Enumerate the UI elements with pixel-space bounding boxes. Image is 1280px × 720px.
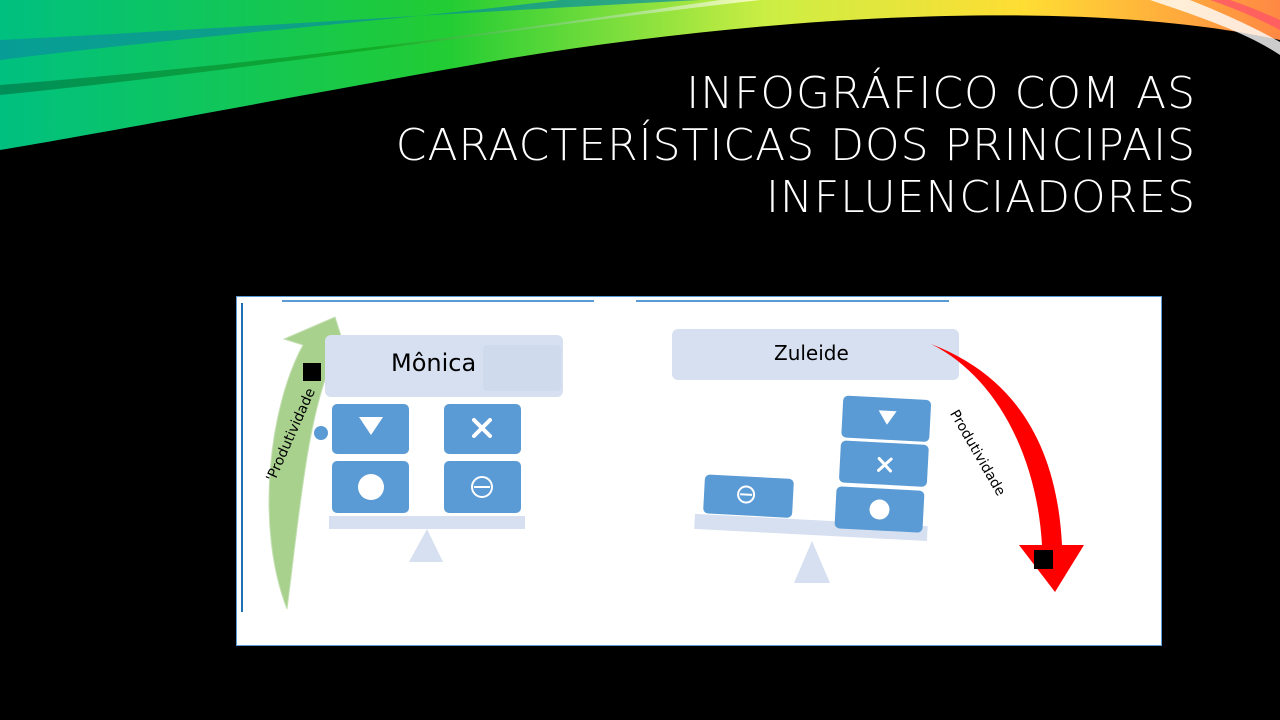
slide-title: INFOGRÁFICO COM AS CARACTERÍSTICAS DOS P… xyxy=(396,68,1196,224)
square-marker-left xyxy=(303,363,321,381)
minus-circle-icon xyxy=(471,476,493,498)
monica-scale-beam xyxy=(329,516,525,529)
infographic-drawing xyxy=(241,300,1084,612)
zuleide-scale-fulcrum xyxy=(794,541,830,583)
triangle-down-icon xyxy=(359,417,383,435)
zuleide-label-bg xyxy=(672,329,959,380)
title-line-1: INFOGRÁFICO COM AS xyxy=(686,68,1196,119)
close-x-icon xyxy=(472,418,492,438)
monica-name: Mônica xyxy=(391,349,477,377)
title-line-3: INFLUENCIADORES xyxy=(765,172,1196,223)
square-marker-right xyxy=(1034,550,1053,569)
circle-icon xyxy=(358,474,384,500)
dot-marker xyxy=(314,426,328,440)
up-arrow-icon xyxy=(268,316,354,610)
decorative-swoosh xyxy=(0,0,1280,150)
monica-scale-fulcrum xyxy=(409,529,443,562)
title-line-2: CARACTERÍSTICAS DOS PRINCIPAIS xyxy=(395,120,1196,171)
zuleide-box-minus xyxy=(703,474,794,518)
infographic-panel: Mônica Zuleide 'Produtividade Produtivid… xyxy=(236,296,1162,646)
zuleide-name: Zuleide xyxy=(774,341,849,365)
zuleide-scale-beam xyxy=(694,513,928,542)
zuleide-scale-group xyxy=(694,395,932,542)
down-arrow-icon xyxy=(931,344,1084,592)
